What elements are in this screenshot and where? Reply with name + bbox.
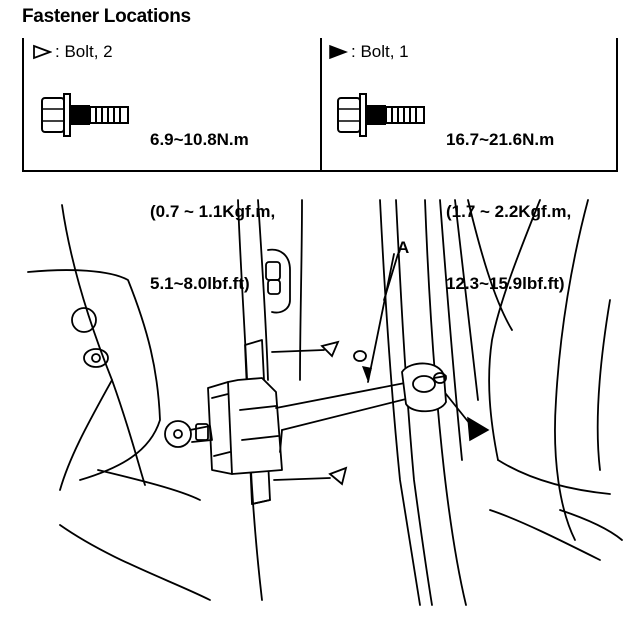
bolt-icon bbox=[41, 93, 129, 137]
leader-line bbox=[445, 393, 471, 425]
door-hole bbox=[83, 348, 109, 368]
leader-line bbox=[273, 477, 331, 481]
pillar-outline bbox=[497, 459, 611, 495]
torque-line: (1.7 ~ 2.2Kgf.m, bbox=[446, 202, 572, 221]
pillar-outline bbox=[395, 199, 433, 606]
filled-triangle-icon bbox=[467, 416, 490, 442]
pillar-outline bbox=[257, 199, 269, 381]
pillar-outline bbox=[424, 199, 467, 606]
pillar-outline bbox=[596, 299, 611, 471]
torque-line: (0.7 ~ 1.1Kgf.m, bbox=[150, 202, 276, 221]
pillar-outline bbox=[454, 199, 479, 401]
open-triangle-icon bbox=[320, 340, 340, 358]
door-panel-outline bbox=[97, 469, 201, 501]
open-triangle-icon bbox=[328, 466, 348, 486]
mount-hole bbox=[353, 350, 367, 362]
filled-triangle-icon bbox=[329, 44, 348, 60]
page-title: Fastener Locations bbox=[22, 6, 191, 27]
leader-line-a bbox=[383, 253, 399, 301]
pillar-outline bbox=[488, 199, 541, 461]
hinge-bracket bbox=[267, 248, 291, 314]
legend-bolt-2: : Bolt, 2 bbox=[32, 42, 113, 62]
checker-arm bbox=[275, 381, 419, 431]
torque-line: 6.9~10.8N.m bbox=[150, 130, 249, 149]
legend-panel-bolt-1: : Bolt, 1 16.7~21.6N.m (1.7 ~ 2.2Kgf.m, … bbox=[320, 38, 618, 293]
checker-eyelet bbox=[164, 420, 192, 448]
leader-line bbox=[271, 349, 325, 353]
pillar-outline bbox=[559, 509, 623, 541]
torque-line: 5.1~8.0lbf.ft) bbox=[150, 274, 250, 293]
door-panel-outline bbox=[59, 524, 211, 601]
legend-text: : Bolt, 2 bbox=[55, 42, 113, 61]
pillar-outline bbox=[554, 199, 589, 541]
legend-bolt-1: : Bolt, 1 bbox=[328, 42, 409, 62]
pillar-outline bbox=[299, 199, 303, 381]
pillar-outline bbox=[379, 199, 421, 606]
leader-line-a bbox=[367, 253, 395, 383]
door-panel-outline bbox=[27, 269, 161, 481]
open-triangle-icon bbox=[33, 44, 52, 60]
pillar-outline bbox=[439, 199, 463, 461]
door-hole bbox=[71, 307, 97, 333]
door-panel-outline bbox=[59, 379, 113, 491]
callout-label-a: A bbox=[397, 238, 410, 257]
checker-arm-end bbox=[401, 362, 447, 413]
checker-body bbox=[207, 377, 283, 475]
torque-line: 12.3~15.9lbf.ft) bbox=[446, 274, 565, 293]
pillar-outline bbox=[489, 509, 601, 561]
legend-panel-bolt-2: : Bolt, 2 6.9~10.8N.m (0.7 ~ 1.1Kgf.m, 5… bbox=[22, 38, 322, 293]
torque-spec-bolt-2: 6.9~10.8N.m (0.7 ~ 1.1Kgf.m, 5.1~8.0lbf.… bbox=[150, 80, 275, 344]
legend-text: : Bolt, 1 bbox=[351, 42, 409, 61]
torque-spec-bolt-1: 16.7~21.6N.m (1.7 ~ 2.2Kgf.m, 12.3~15.9l… bbox=[446, 80, 571, 344]
torque-line: 16.7~21.6N.m bbox=[446, 130, 555, 149]
door-panel-outline bbox=[61, 204, 146, 486]
door-checker-diagram bbox=[27, 199, 623, 606]
bolt-icon bbox=[337, 93, 425, 137]
pillar-outline bbox=[467, 199, 513, 331]
